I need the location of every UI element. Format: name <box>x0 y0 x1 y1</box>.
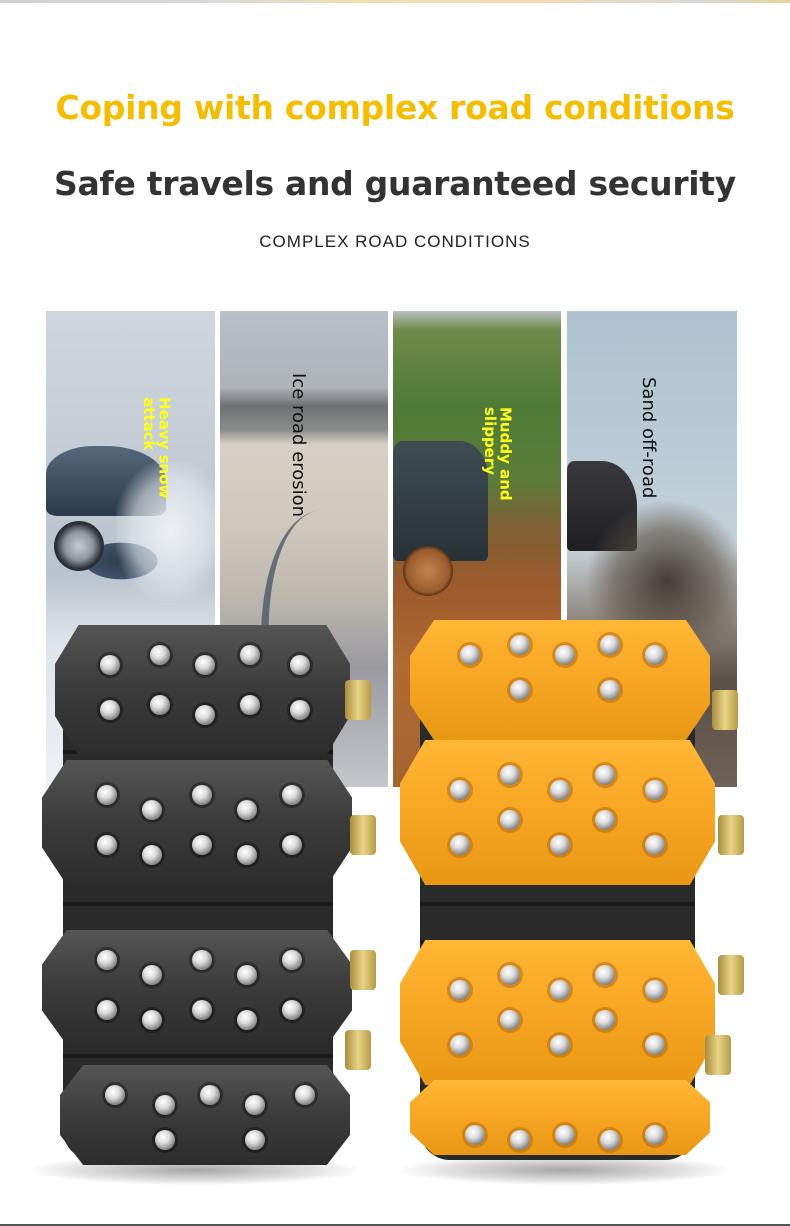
wheel-image <box>403 546 453 596</box>
chain-pad <box>42 930 352 1045</box>
panel-label: Sand off-road <box>637 377 659 499</box>
section-subheading: COMPLEX ROAD CONDITIONS <box>259 232 531 251</box>
chain-pad <box>42 760 352 885</box>
bottom-divider <box>0 1224 790 1226</box>
chain-pad <box>410 1080 710 1155</box>
panel-label: Ice road erosion <box>287 373 309 518</box>
chain-pad <box>410 620 710 740</box>
ratchet-buckle <box>712 690 738 730</box>
chain-pad <box>400 740 715 885</box>
headline-primary: Coping with complex road conditions <box>55 88 735 127</box>
headline-secondary: Safe travels and guaranteed security <box>53 164 736 203</box>
ratchet-buckle <box>718 815 744 855</box>
chain-pad <box>60 1065 350 1165</box>
panel-label: Muddy and slippery <box>480 407 515 501</box>
car-image <box>393 441 488 561</box>
ratchet-buckle <box>345 680 371 720</box>
chain-pad <box>400 940 715 1085</box>
top-image-edge <box>0 0 790 3</box>
chain-pad <box>55 625 350 755</box>
snow-spray <box>116 461 215 601</box>
panel-label: Heavy snow attack <box>139 397 174 499</box>
ratchet-buckle <box>718 955 744 995</box>
ratchet-buckle <box>350 950 376 990</box>
product-shadow <box>400 1155 730 1185</box>
ratchet-buckle <box>350 815 376 855</box>
wheel-image <box>54 521 104 571</box>
ratchet-buckle <box>345 1030 371 1070</box>
ratchet-buckle <box>705 1035 731 1075</box>
